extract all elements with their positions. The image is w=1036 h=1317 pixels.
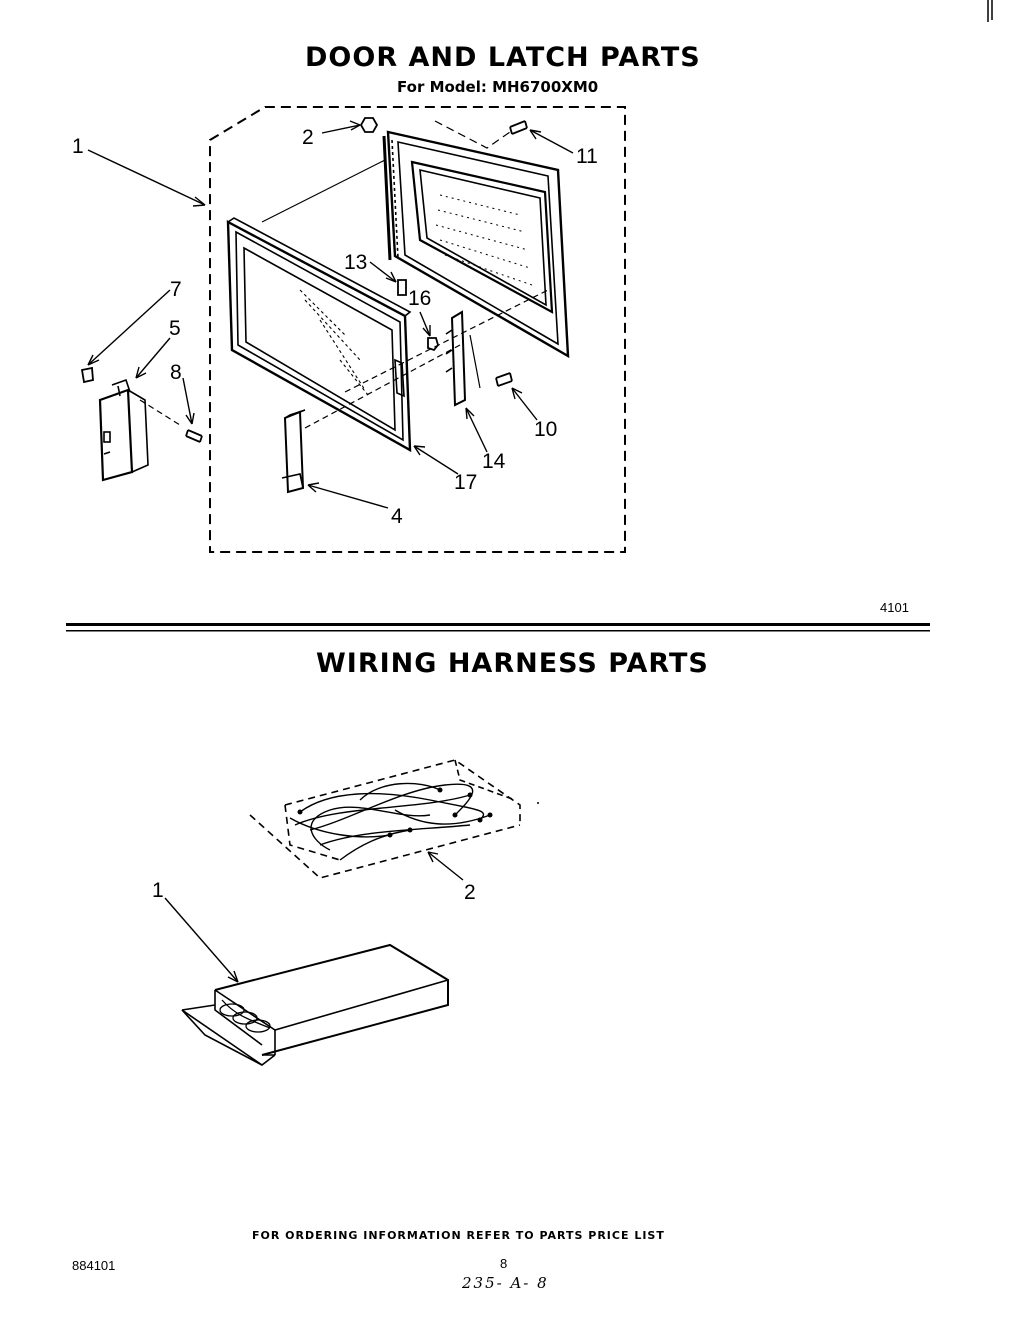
divider-bottom <box>66 630 930 632</box>
harness-bag <box>249 759 521 879</box>
callout-14: 14 <box>482 450 506 473</box>
callout-1: 1 <box>72 135 84 158</box>
screw-8 <box>185 429 203 443</box>
callout-10: 10 <box>534 418 558 441</box>
callout-2: 2 <box>302 126 314 149</box>
ordering-notice: FOR ORDERING INFORMATION REFER TO PARTS … <box>252 1229 665 1242</box>
callout-16: 16 <box>408 287 432 310</box>
screw-10 <box>495 372 513 387</box>
callout-7: 7 <box>170 278 182 301</box>
scan-mark <box>987 0 993 22</box>
callout-13: 13 <box>344 251 368 274</box>
assembly-boundary <box>209 106 626 553</box>
door-outer-panel <box>226 217 412 453</box>
callout-17: 17 <box>454 471 478 494</box>
switch-assembly <box>98 378 149 482</box>
handwritten-note: 235- A- 8 <box>462 1274 549 1292</box>
door-inner-frame <box>382 130 570 359</box>
clip-7 <box>80 366 94 384</box>
page-number: 8 <box>500 1256 508 1271</box>
nut-2 <box>359 117 379 133</box>
doc-number: 884101 <box>72 1258 116 1273</box>
door-latch-title: DOOR AND LATCH PARTS <box>305 42 701 73</box>
wire-box <box>181 943 449 1066</box>
harness-callout-1: 1 <box>152 879 164 902</box>
nut-16 <box>427 337 439 352</box>
divider-top <box>66 623 930 626</box>
harness-callout-2: 2 <box>464 881 476 904</box>
latch-bar <box>445 310 467 407</box>
screw-13 <box>397 279 407 296</box>
figure-code: 4101 <box>880 600 909 615</box>
screw-11 <box>509 120 528 135</box>
callout-5: 5 <box>169 317 181 340</box>
callout-11: 11 <box>576 145 598 168</box>
callout-8: 8 <box>170 361 182 384</box>
callout-4: 4 <box>391 505 403 528</box>
door-handle <box>281 409 306 494</box>
model-subtitle: For Model: MH6700XM0 <box>397 78 599 96</box>
wiring-harness-title: WIRING HARNESS PARTS <box>316 648 709 679</box>
